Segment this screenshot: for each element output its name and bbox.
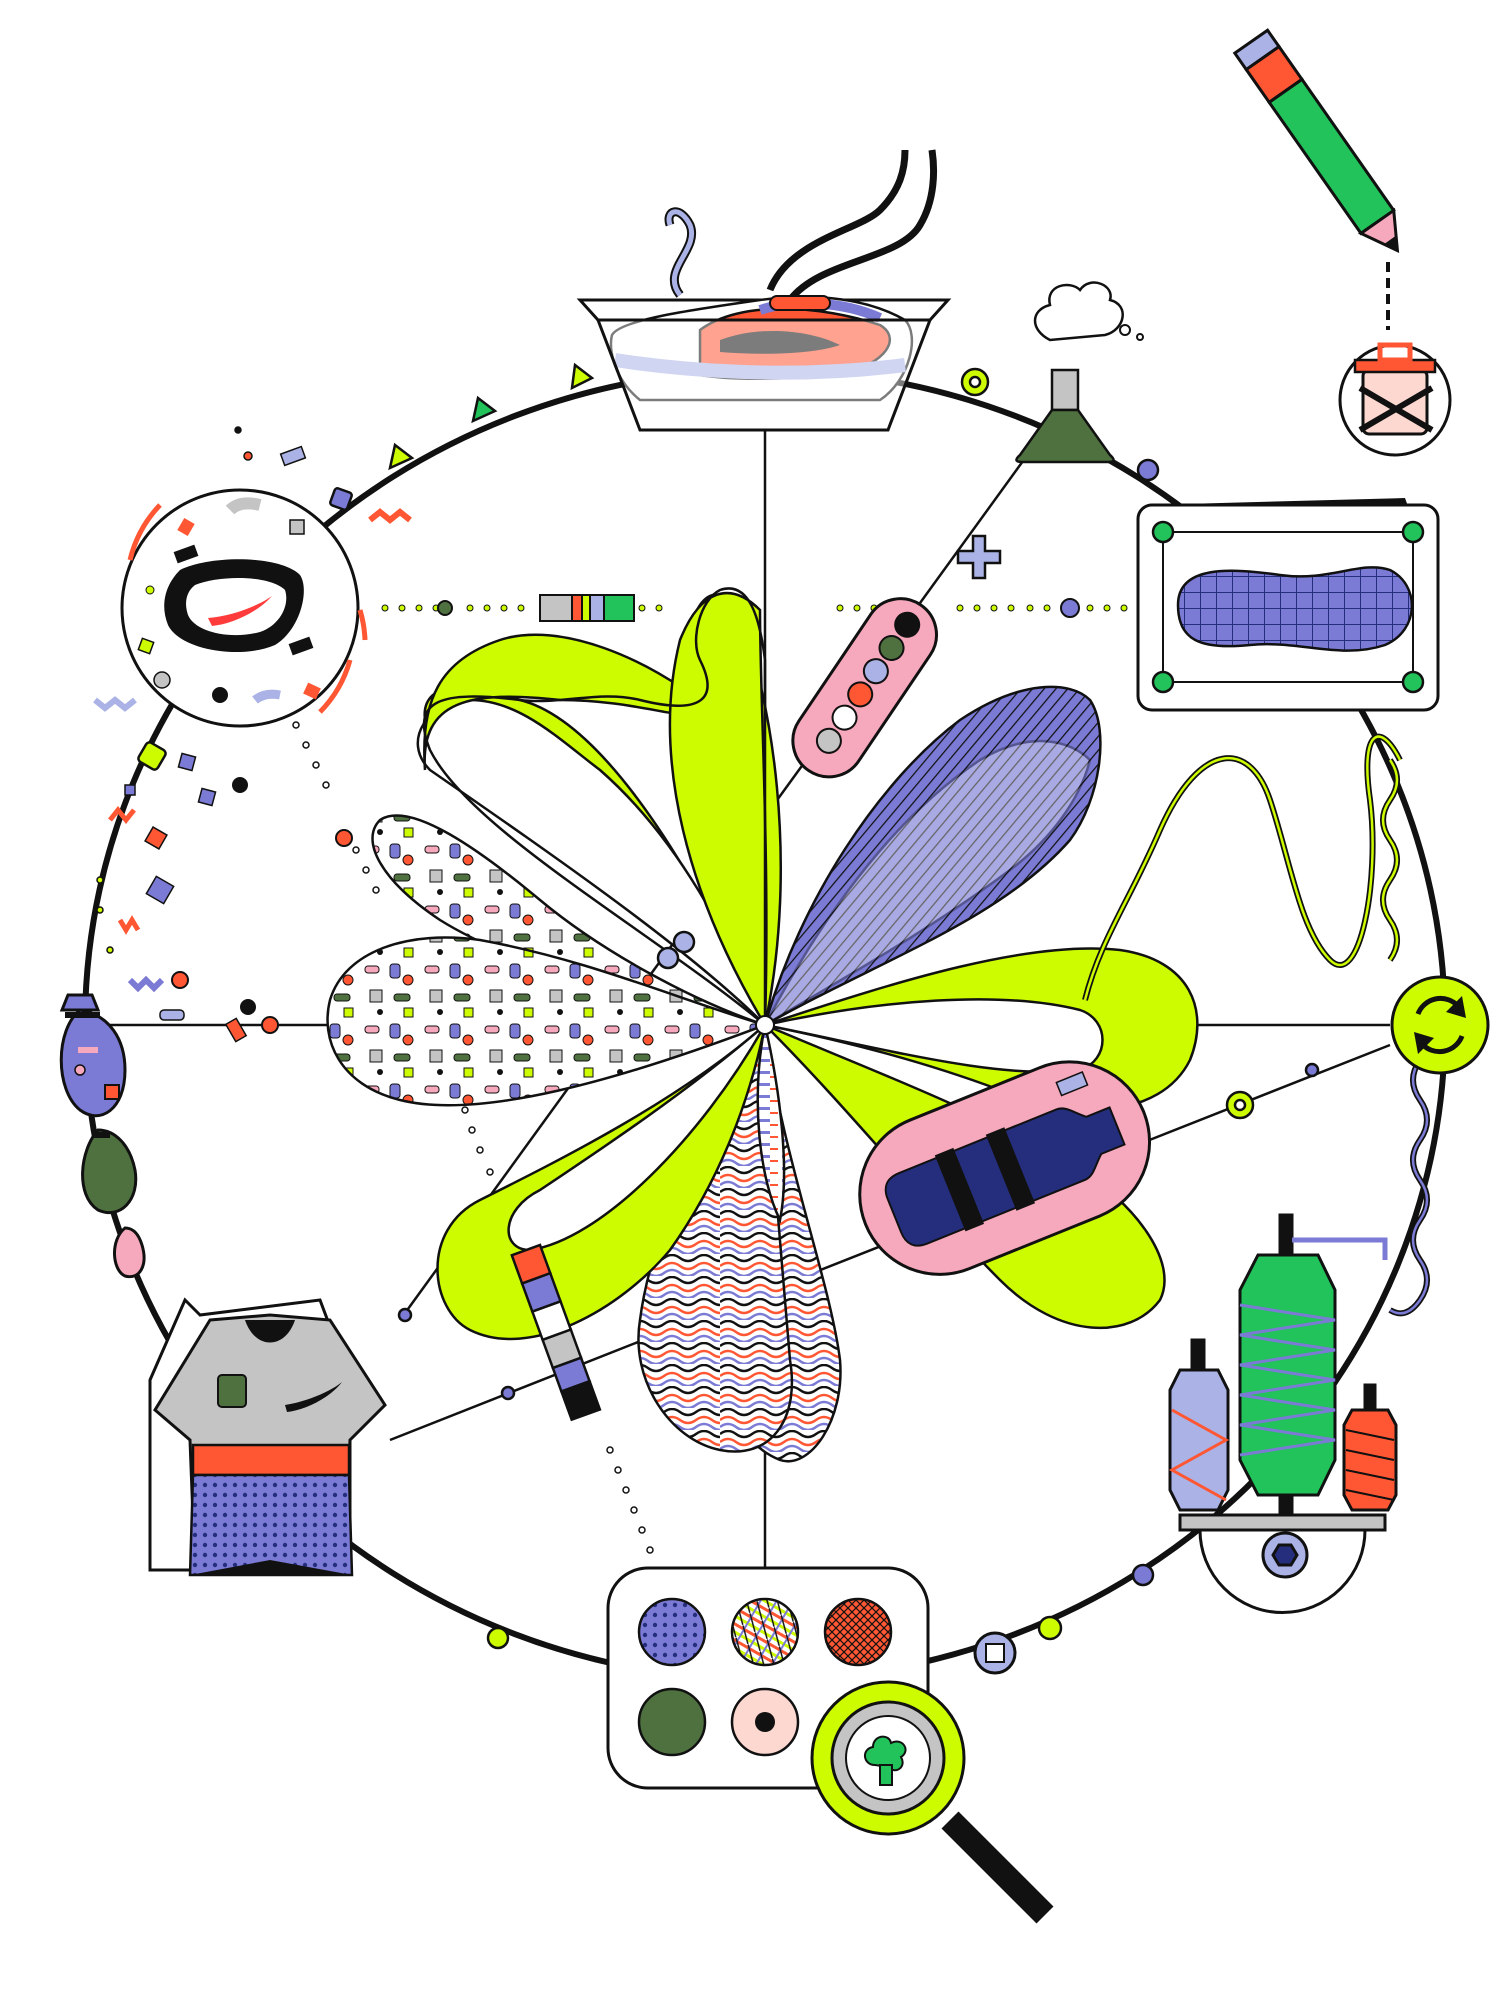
dot-black bbox=[240, 999, 256, 1015]
pinwheel-blade-left bbox=[422, 587, 767, 1028]
dot-orange-3 bbox=[261, 1016, 279, 1034]
swoosh-badge-icon bbox=[120, 488, 368, 728]
spinning-machine-icon bbox=[1168, 1213, 1398, 1614]
flask-steam-icon bbox=[1015, 281, 1144, 464]
crossed-out-bin-icon bbox=[1338, 342, 1452, 457]
plastic-bottle-icon bbox=[858, 1060, 1152, 1276]
insole-grid-panel-icon bbox=[1136, 498, 1440, 712]
football-shirt-icon bbox=[148, 1297, 387, 1577]
magnifier-cotton-icon bbox=[810, 1680, 1054, 1924]
swoosh-pinwheel-icon bbox=[326, 587, 1199, 1463]
yarn-line bbox=[1082, 733, 1430, 1317]
ring-accents bbox=[137, 362, 1320, 1650]
bead-strip-icon bbox=[791, 597, 938, 779]
marker-tube-icon bbox=[510, 1243, 602, 1422]
hanging-bags-icon bbox=[59, 993, 146, 1279]
square-node-icon bbox=[973, 1631, 1017, 1675]
dot-black-2 bbox=[232, 777, 248, 793]
pencil-icon bbox=[1232, 28, 1400, 254]
pinwheel-blade-top-right bbox=[762, 685, 1102, 1028]
recycle-arrows-icon bbox=[1390, 975, 1490, 1075]
diagonal-beads bbox=[656, 930, 696, 970]
dot-periwinkle bbox=[1060, 598, 1080, 618]
dot-orange bbox=[335, 829, 353, 847]
confetti-bits bbox=[93, 426, 412, 1043]
color-strip bbox=[539, 594, 635, 622]
dotted-path-top bbox=[381, 604, 1128, 612]
dot-orange-2 bbox=[171, 971, 189, 989]
dotted-path-left bbox=[292, 721, 654, 1554]
plus-node-icon bbox=[956, 534, 1002, 580]
pinwheel-hub bbox=[755, 1015, 775, 1035]
sneaker-in-basin-icon bbox=[576, 149, 952, 432]
dot-olive bbox=[437, 600, 453, 616]
